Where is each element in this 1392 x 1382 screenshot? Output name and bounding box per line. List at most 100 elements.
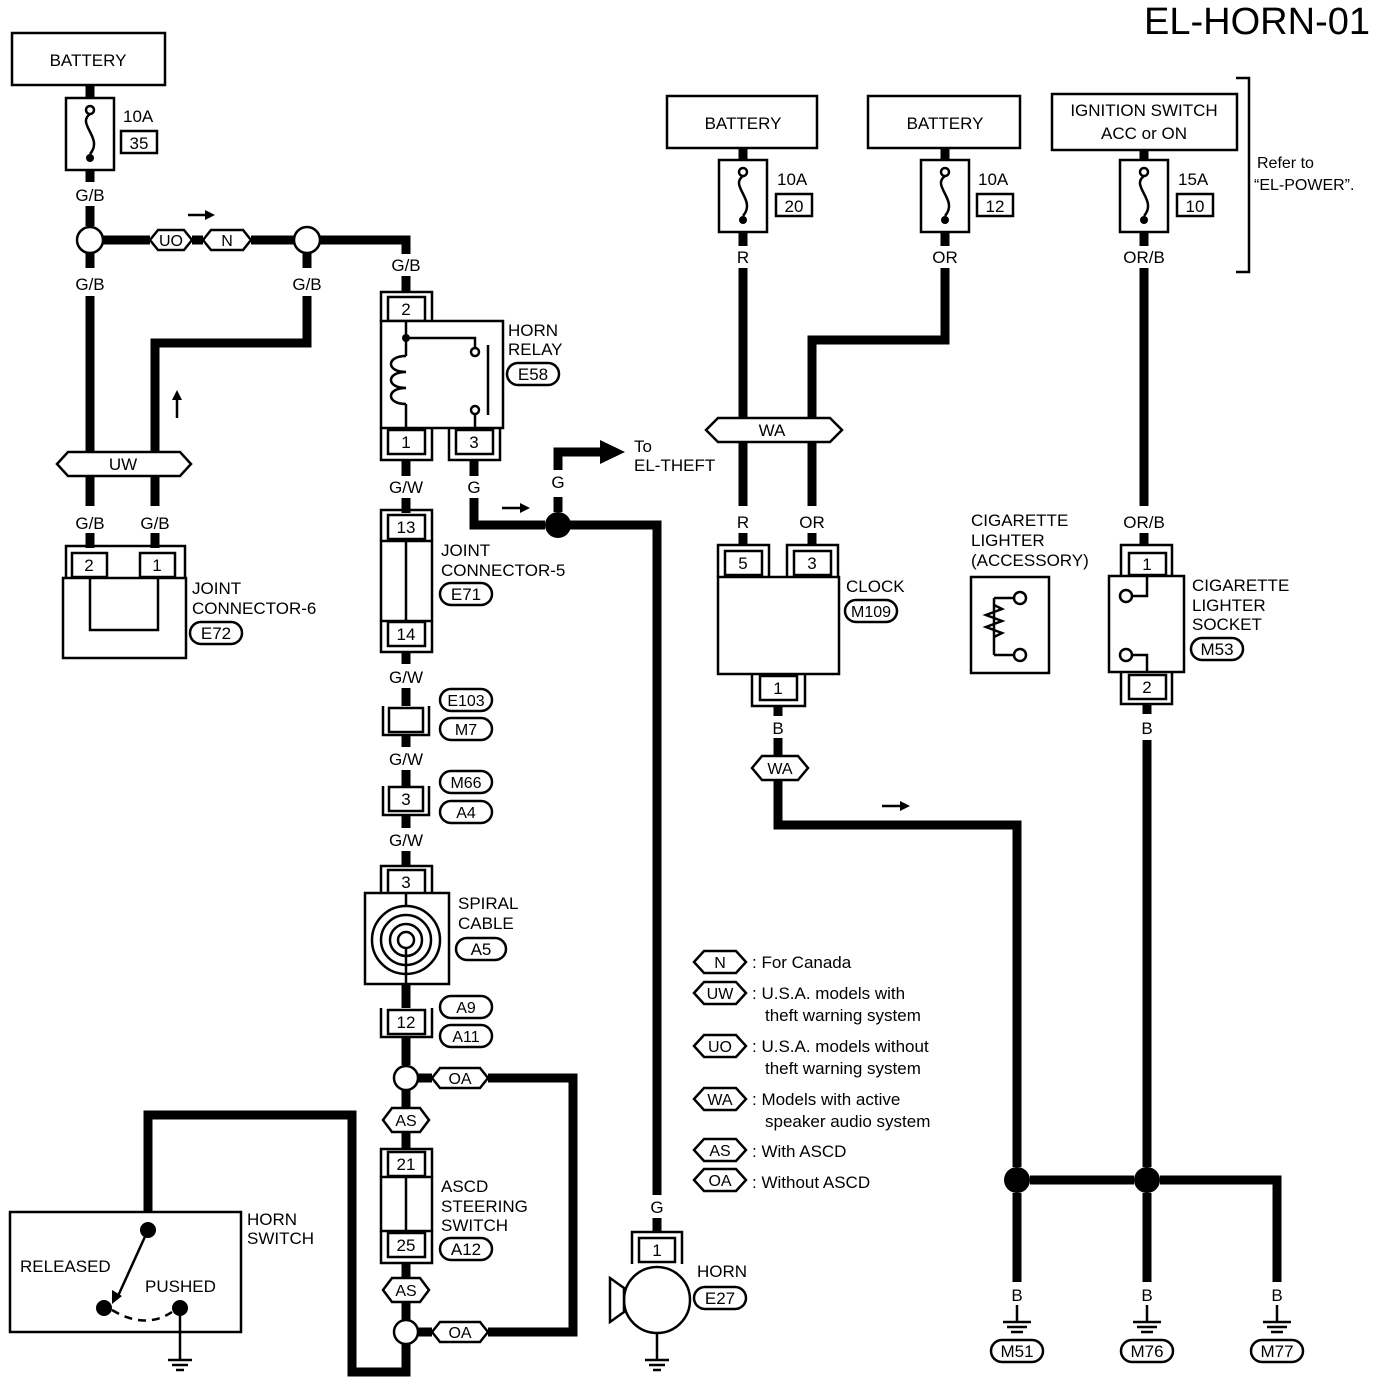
- svg-text:M76: M76: [1130, 1342, 1163, 1361]
- wire-color-b-5: B: [1271, 1286, 1282, 1305]
- svg-text:JOINT: JOINT: [441, 541, 490, 560]
- svg-text:1: 1: [652, 1241, 661, 1260]
- svg-text:M109: M109: [851, 604, 891, 621]
- flow-arrow-3: [882, 801, 910, 811]
- option-wa-bar: WA: [704, 416, 844, 444]
- svg-text:N: N: [714, 955, 726, 972]
- connector-a4-tag: A4: [438, 799, 494, 825]
- battery-left: BATTERY: [10, 31, 167, 87]
- splice-ground-2: [1134, 1167, 1160, 1193]
- connector-a9-tag: A9: [438, 994, 494, 1020]
- horn-relay: 2 1 3 HORN RELAY E58: [379, 290, 563, 462]
- svg-text:LIGHTER: LIGHTER: [1192, 596, 1266, 615]
- cigarette-lighter-accessory: CIGARETTE LIGHTER (ACCESSORY): [969, 511, 1089, 675]
- flow-arrow-1: [188, 210, 215, 220]
- to-theft-label-1: To: [634, 437, 652, 456]
- svg-text:: For Canada: : For Canada: [752, 953, 852, 972]
- svg-text:E71: E71: [451, 585, 481, 604]
- svg-text:“EL-POWER”.: “EL-POWER”.: [1254, 177, 1354, 194]
- ignition-switch: IGNITION SWITCH ACC or ON: [1050, 92, 1239, 152]
- svg-text:OA: OA: [448, 1325, 471, 1342]
- svg-text:5: 5: [738, 554, 747, 573]
- svg-text:2: 2: [1142, 678, 1151, 697]
- legend-item-as: AS : With ASCD: [692, 1137, 846, 1163]
- fuse-12: 10A 12: [919, 158, 1015, 234]
- svg-text:SPIRAL: SPIRAL: [458, 894, 518, 913]
- to-theft-label-2: EL-THEFT: [634, 456, 715, 475]
- option-as-tag-2: AS: [381, 1276, 431, 1304]
- svg-text:: Without ASCD: : Without ASCD: [752, 1173, 870, 1192]
- spiral-cable: 3 SPIRAL CABLE A5 12: [363, 864, 518, 1039]
- svg-text:2: 2: [401, 300, 410, 319]
- svg-text:E72: E72: [201, 624, 231, 643]
- battery-mid: BATTERY: [665, 94, 819, 150]
- svg-text:HORN: HORN: [697, 1262, 747, 1281]
- wire-color-gw-1: G/W: [389, 478, 423, 497]
- svg-text:13: 13: [397, 518, 416, 537]
- connector-m7-tag: M7: [438, 716, 494, 742]
- wire-color-r-1: R: [737, 248, 749, 267]
- wire-color-gb-6: G/B: [391, 256, 420, 275]
- horn-switch: RELEASED PUSHED HORN SWITCH: [8, 1210, 314, 1372]
- wire-color-b-4: B: [1141, 1286, 1152, 1305]
- joint-connector-5: 13 14 JOINT CONNECTOR-5 E71: [379, 508, 565, 654]
- svg-text:A5: A5: [471, 940, 492, 959]
- svg-text:3: 3: [401, 873, 410, 892]
- svg-text:STEERING: STEERING: [441, 1197, 528, 1216]
- svg-text:JOINT: JOINT: [192, 579, 241, 598]
- svg-text:A12: A12: [451, 1240, 481, 1259]
- option-uo-tag: UO: [148, 228, 194, 252]
- fuse-20: 10A 20: [717, 158, 814, 234]
- svg-text:SWITCH: SWITCH: [247, 1229, 314, 1248]
- svg-text:21: 21: [397, 1155, 416, 1174]
- svg-text:: With ASCD: : With ASCD: [752, 1142, 846, 1161]
- connector-m66-a4: 3: [381, 785, 431, 817]
- svg-text:AS: AS: [395, 1283, 416, 1300]
- wire-color-or-2: OR: [799, 513, 825, 532]
- svg-text:ASCD: ASCD: [441, 1177, 488, 1196]
- svg-text:A4: A4: [456, 805, 476, 822]
- option-wa-tag-2: WA: [750, 754, 810, 782]
- svg-text:1: 1: [1142, 555, 1151, 574]
- svg-text:SWITCH: SWITCH: [441, 1216, 508, 1235]
- splice-left-top: [75, 225, 105, 255]
- wire-color-orb-1: OR/B: [1123, 248, 1165, 267]
- wire-color-or-1: OR: [932, 248, 958, 267]
- splice-oa-bottom: [392, 1318, 420, 1346]
- wire-color-gb-4: G/B: [75, 514, 104, 533]
- svg-text:theft warning system: theft warning system: [765, 1006, 921, 1025]
- option-oa-tag-2: OA: [430, 1320, 490, 1344]
- connector-a11-tag: A11: [438, 1023, 494, 1049]
- legend-item-n: N : For Canada: [692, 949, 852, 975]
- fuse-35-number: 35: [130, 134, 149, 153]
- wire-color-b-3: B: [1011, 1286, 1022, 1305]
- svg-text:M66: M66: [450, 775, 481, 792]
- wire-color-gw-4: G/W: [389, 831, 423, 850]
- option-oa-tag-1: OA: [430, 1066, 490, 1090]
- wire-color-gb-1: G/B: [75, 186, 104, 205]
- svg-text:(ACCESSORY): (ACCESSORY): [971, 551, 1089, 570]
- svg-text:UO: UO: [708, 1039, 732, 1056]
- svg-text:M51: M51: [1000, 1342, 1033, 1361]
- fuse-35-amps: 10A: [123, 107, 154, 126]
- legend-item-uo: UO : U.S.A. models without theft warning…: [692, 1033, 929, 1078]
- svg-text:HORN: HORN: [247, 1210, 297, 1229]
- cigarette-lighter-socket: 1 2 CIGARETTE LIGHTER SOCKET M53: [1107, 543, 1289, 706]
- svg-text:12: 12: [397, 1013, 416, 1032]
- svg-text:WA: WA: [707, 1092, 733, 1109]
- wire-color-orb-2: OR/B: [1123, 513, 1165, 532]
- svg-text:15A: 15A: [1178, 170, 1209, 189]
- refer-bracket: Refer to “EL-POWER”.: [1236, 76, 1354, 274]
- ascd-steering-switch: 21 25 ASCD STEERING SWITCH A12: [379, 1147, 528, 1265]
- wire-color-r-2: R: [737, 513, 749, 532]
- svg-text:M7: M7: [455, 722, 477, 739]
- svg-text:CABLE: CABLE: [458, 914, 514, 933]
- flow-arrow-2: [502, 503, 530, 513]
- wire-color-g-1: G: [467, 478, 480, 497]
- wire-color-gw-3: G/W: [389, 750, 423, 769]
- svg-text:LIGHTER: LIGHTER: [971, 531, 1045, 550]
- svg-text:M53: M53: [1200, 640, 1233, 659]
- svg-text:1: 1: [773, 679, 782, 698]
- svg-text:AS: AS: [395, 1113, 416, 1130]
